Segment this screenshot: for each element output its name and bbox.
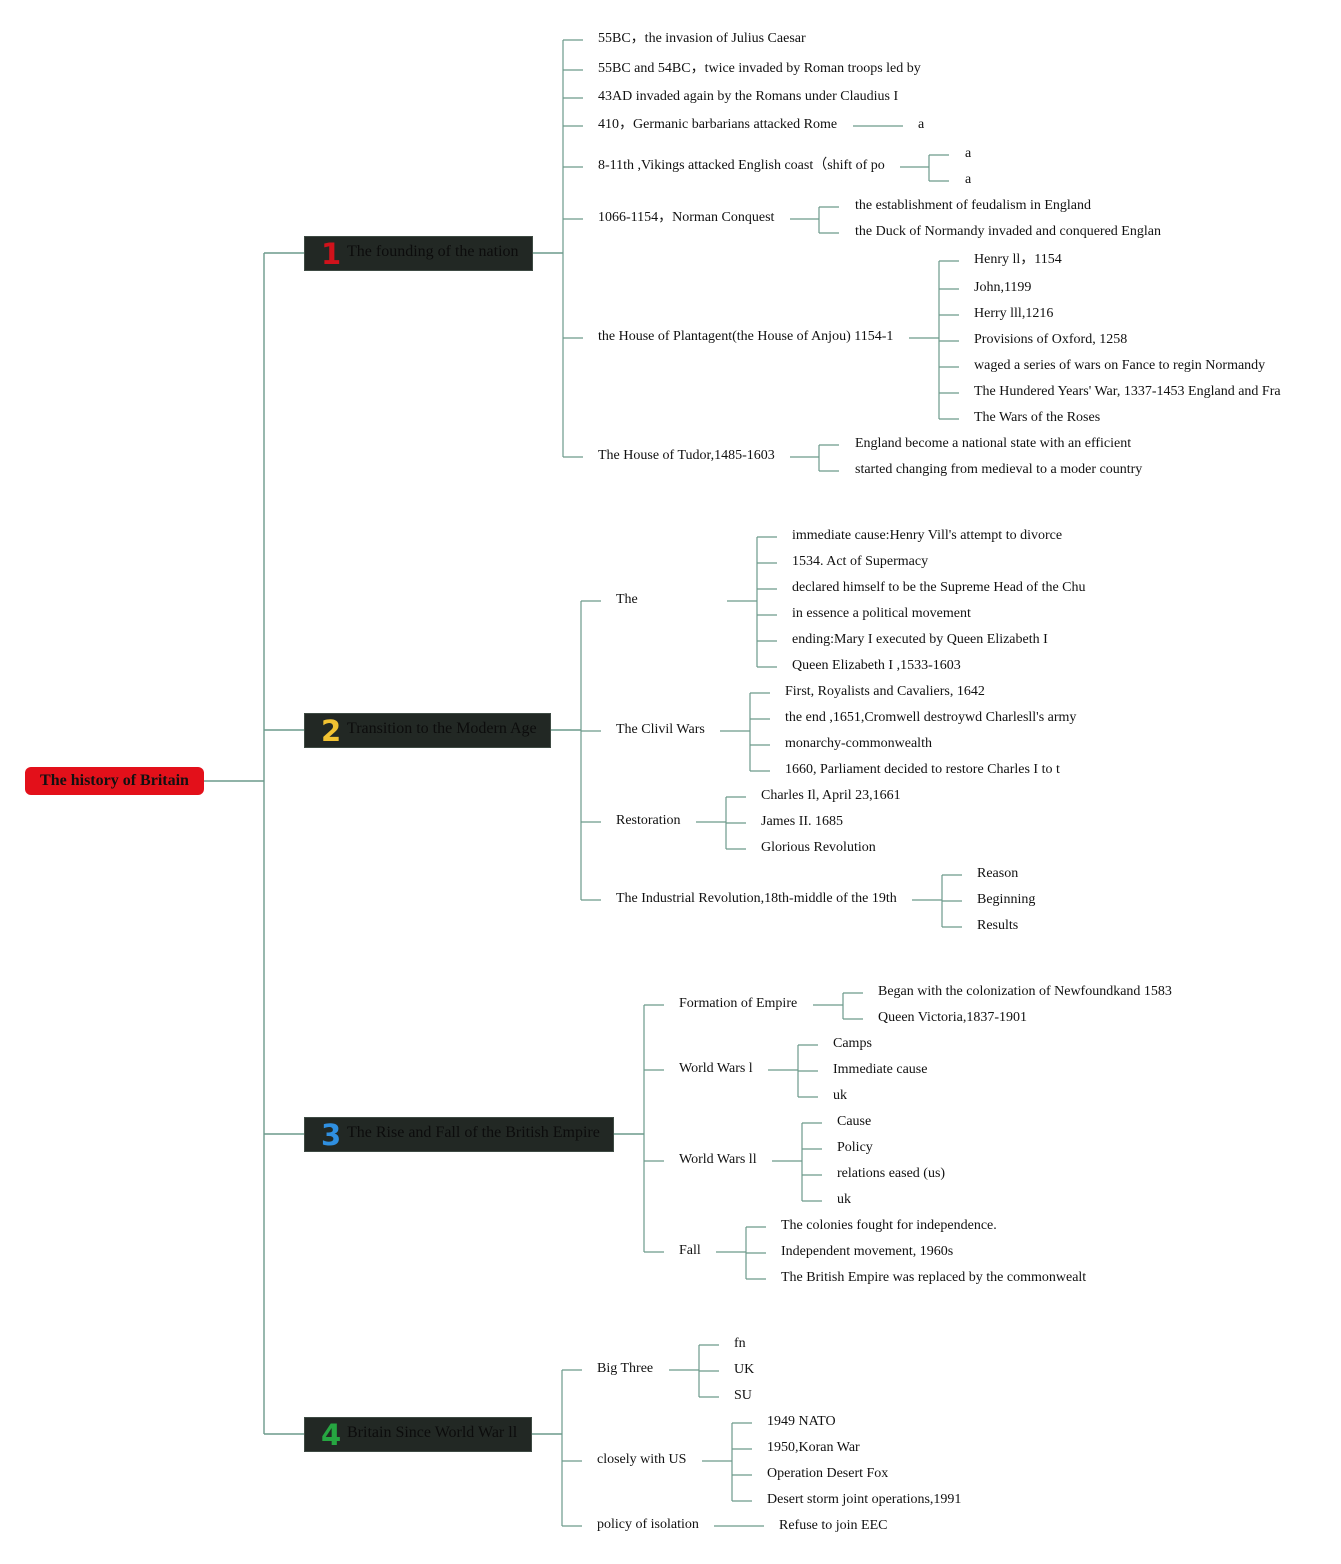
subtopic-node[interactable]: The colonies fought for independence. bbox=[781, 1218, 997, 1233]
subtopic-node[interactable]: Charles Il, April 23,1661 bbox=[761, 788, 901, 803]
subtopic-node[interactable]: James II. 1685 bbox=[761, 814, 844, 829]
branch-number: 3 bbox=[321, 1118, 342, 1152]
subtopic-node[interactable]: Independent movement, 1960s bbox=[781, 1244, 954, 1259]
root-topic[interactable]: The history of Britain bbox=[25, 767, 204, 795]
subtopic-node[interactable]: started changing from medieval to a mode… bbox=[855, 462, 1143, 477]
branch-topic[interactable]: 2 Transition to the Modern Age bbox=[304, 713, 551, 748]
subtopic-node[interactable]: 1949 NATO bbox=[767, 1414, 836, 1429]
subtopic-node[interactable]: Cause bbox=[837, 1114, 872, 1129]
subtopic-node[interactable]: UK bbox=[734, 1362, 755, 1377]
branch-topic[interactable]: 1 The founding of the nation bbox=[304, 236, 533, 271]
subtopic-node[interactable]: ending:Mary I executed by Queen Elizabet… bbox=[792, 632, 1048, 647]
subtopic-node[interactable]: uk bbox=[833, 1088, 847, 1103]
subtopic-node[interactable]: fn bbox=[734, 1336, 746, 1351]
branch-label: The founding of the nation bbox=[347, 243, 519, 260]
subtopic-node[interactable]: a bbox=[965, 146, 972, 161]
topic-node[interactable]: policy of isolation bbox=[597, 1517, 699, 1532]
subtopic-node[interactable]: Glorious Revolution bbox=[761, 840, 876, 855]
branch-number: 4 bbox=[321, 1418, 342, 1452]
branch-topic[interactable]: 4 Britain Since World War ll bbox=[304, 1417, 532, 1452]
subtopic-node[interactable]: Desert storm joint operations,1991 bbox=[767, 1492, 962, 1507]
topic-node[interactable]: The Clivil Wars bbox=[616, 722, 705, 737]
subtopic-node[interactable]: the end ,1651,Cromwell destroywd Charles… bbox=[785, 710, 1077, 725]
subtopic-node[interactable]: a bbox=[918, 117, 925, 132]
topic-node[interactable]: 43AD invaded again by the Romans under C… bbox=[598, 89, 899, 104]
subtopic-node[interactable]: Beginning bbox=[977, 892, 1036, 907]
subtopic-node[interactable]: Herry lll,1216 bbox=[974, 306, 1054, 321]
subtopic-node[interactable]: First, Royalists and Cavaliers, 1642 bbox=[785, 684, 985, 699]
subtopic-node[interactable]: Results bbox=[977, 918, 1019, 933]
subtopic-node[interactable]: waged a series of wars on Fance to regin… bbox=[974, 358, 1266, 373]
subtopic-node[interactable]: relations eased (us) bbox=[837, 1166, 946, 1181]
subtopic-node[interactable]: the establishment of feudalism in Englan… bbox=[855, 198, 1092, 213]
subtopic-node[interactable]: John,1199 bbox=[974, 280, 1032, 295]
subtopic-node[interactable]: monarchy-commonwealth bbox=[785, 736, 932, 751]
topic-node[interactable]: the House of Plantagent(the House of Anj… bbox=[598, 329, 894, 344]
subtopic-node[interactable]: in essence a political movement bbox=[792, 606, 971, 621]
topic-node[interactable]: 410，Germanic barbarians attacked Rome bbox=[598, 117, 838, 132]
subtopic-node[interactable]: Operation Desert Fox bbox=[767, 1466, 889, 1481]
topic-node[interactable]: 8-11th ,Vikings attacked English coast（s… bbox=[598, 158, 885, 173]
subtopic-node[interactable]: The British Empire was replaced by the c… bbox=[781, 1270, 1087, 1285]
branch-label: Transition to the Modern Age bbox=[347, 720, 537, 737]
subtopic-node[interactable]: Henry ll，1154 bbox=[974, 252, 1062, 267]
subtopic-node[interactable]: Queen Elizabeth I ,1533-1603 bbox=[792, 658, 961, 673]
subtopic-node[interactable]: 1950,Koran War bbox=[767, 1440, 860, 1455]
subtopic-node[interactable]: The Wars of the Roses bbox=[974, 410, 1101, 425]
subtopic-node[interactable]: declared himself to be the Supreme Head … bbox=[792, 580, 1086, 595]
branch-number: 2 bbox=[321, 714, 342, 748]
topic-node[interactable]: The Industrial Revolution,18th-middle of… bbox=[616, 891, 897, 906]
subtopic-node[interactable]: 1660, Parliament decided to restore Char… bbox=[785, 762, 1060, 777]
topic-node[interactable]: World Wars l bbox=[679, 1061, 753, 1076]
topic-node[interactable]: World Wars ll bbox=[679, 1152, 757, 1167]
topic-node[interactable]: 55BC，the invasion of Julius Caesar bbox=[598, 31, 806, 46]
subtopic-node[interactable]: Immediate cause bbox=[833, 1062, 928, 1077]
subtopic-node[interactable]: England become a national state with an … bbox=[855, 436, 1132, 451]
subtopic-node[interactable]: 1534. Act of Supermacy bbox=[792, 554, 929, 569]
subtopic-node[interactable]: Policy bbox=[837, 1140, 873, 1155]
subtopic-node[interactable]: Refuse to join EEC bbox=[779, 1518, 888, 1533]
subtopic-node[interactable]: Reason bbox=[977, 866, 1019, 881]
subtopic-node[interactable]: uk bbox=[837, 1192, 851, 1207]
subtopic-node[interactable]: immediate cause:Henry Vill's attempt to … bbox=[792, 528, 1063, 543]
topic-node[interactable]: Big Three bbox=[597, 1361, 654, 1376]
subtopic-node[interactable]: Queen Victoria,1837-1901 bbox=[878, 1010, 1027, 1025]
topic-node[interactable]: closely with US bbox=[597, 1452, 687, 1467]
subtopic-node[interactable]: Camps bbox=[833, 1036, 872, 1051]
branch-number: 1 bbox=[321, 237, 342, 271]
subtopic-node[interactable]: the Duck of Normandy invaded and conquer… bbox=[855, 224, 1161, 239]
subtopic-node[interactable]: SU bbox=[734, 1388, 752, 1403]
topic-node[interactable]: 55BC and 54BC，twice invaded by Roman tro… bbox=[598, 61, 921, 76]
branch-topic[interactable]: 3 The Rise and Fall of the British Empire bbox=[304, 1117, 614, 1152]
topic-node[interactable]: Restoration bbox=[616, 813, 681, 828]
topic-node[interactable]: Fall bbox=[679, 1243, 701, 1258]
branch-label: Britain Since World War ll bbox=[347, 1424, 518, 1441]
subtopic-node[interactable]: Began with the colonization of Newfoundk… bbox=[878, 984, 1172, 999]
subtopic-node[interactable]: a bbox=[965, 172, 972, 187]
topic-node[interactable]: The bbox=[616, 592, 638, 607]
subtopic-node[interactable]: Provisions of Oxford, 1258 bbox=[974, 332, 1128, 347]
subtopic-node[interactable]: The Hundered Years' War, 1337-1453 Engla… bbox=[974, 384, 1281, 399]
topic-node[interactable]: Formation of Empire bbox=[679, 996, 798, 1011]
topic-node[interactable]: 1066-1154，Norman Conquest bbox=[598, 210, 775, 225]
branch-label: The Rise and Fall of the British Empire bbox=[347, 1124, 600, 1141]
topic-node[interactable]: The House of Tudor,1485-1603 bbox=[598, 448, 775, 463]
